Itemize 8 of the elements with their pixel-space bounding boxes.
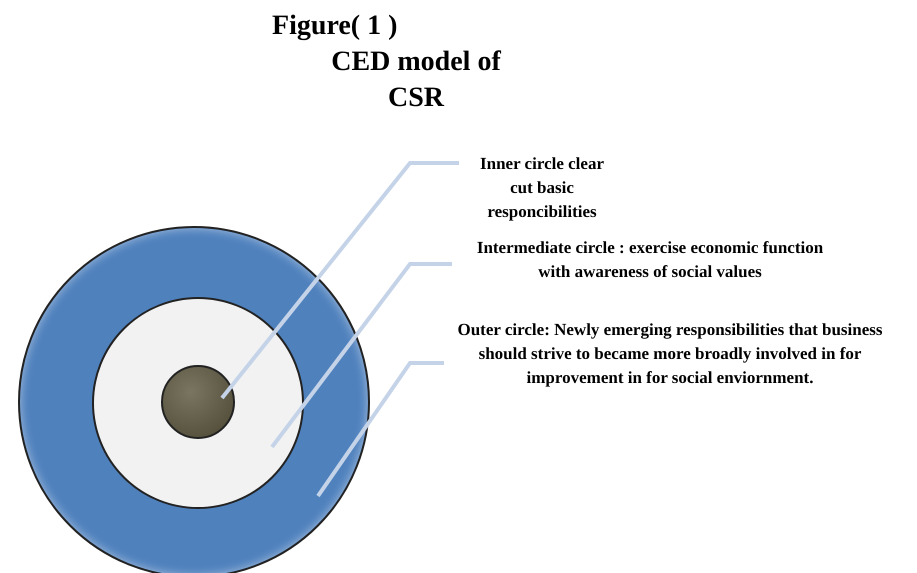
leader-line xyxy=(220,161,459,400)
callout-text: Outer circle: Newly emerging responsibilities that business should strive to became more broadly involved in for improvement in for social enviornment. xyxy=(456,319,884,389)
callout-text: Intermediate circle : exercise economic function with awareness of social values xyxy=(476,237,824,283)
leader-line xyxy=(270,262,452,448)
figure-title: Figure( 1 ) xyxy=(272,9,398,43)
figure-caption: CED model of CSR xyxy=(330,45,502,115)
leader-line xyxy=(316,361,444,498)
callout-text: Inner circle clear cut basic responcibilities xyxy=(479,153,605,223)
